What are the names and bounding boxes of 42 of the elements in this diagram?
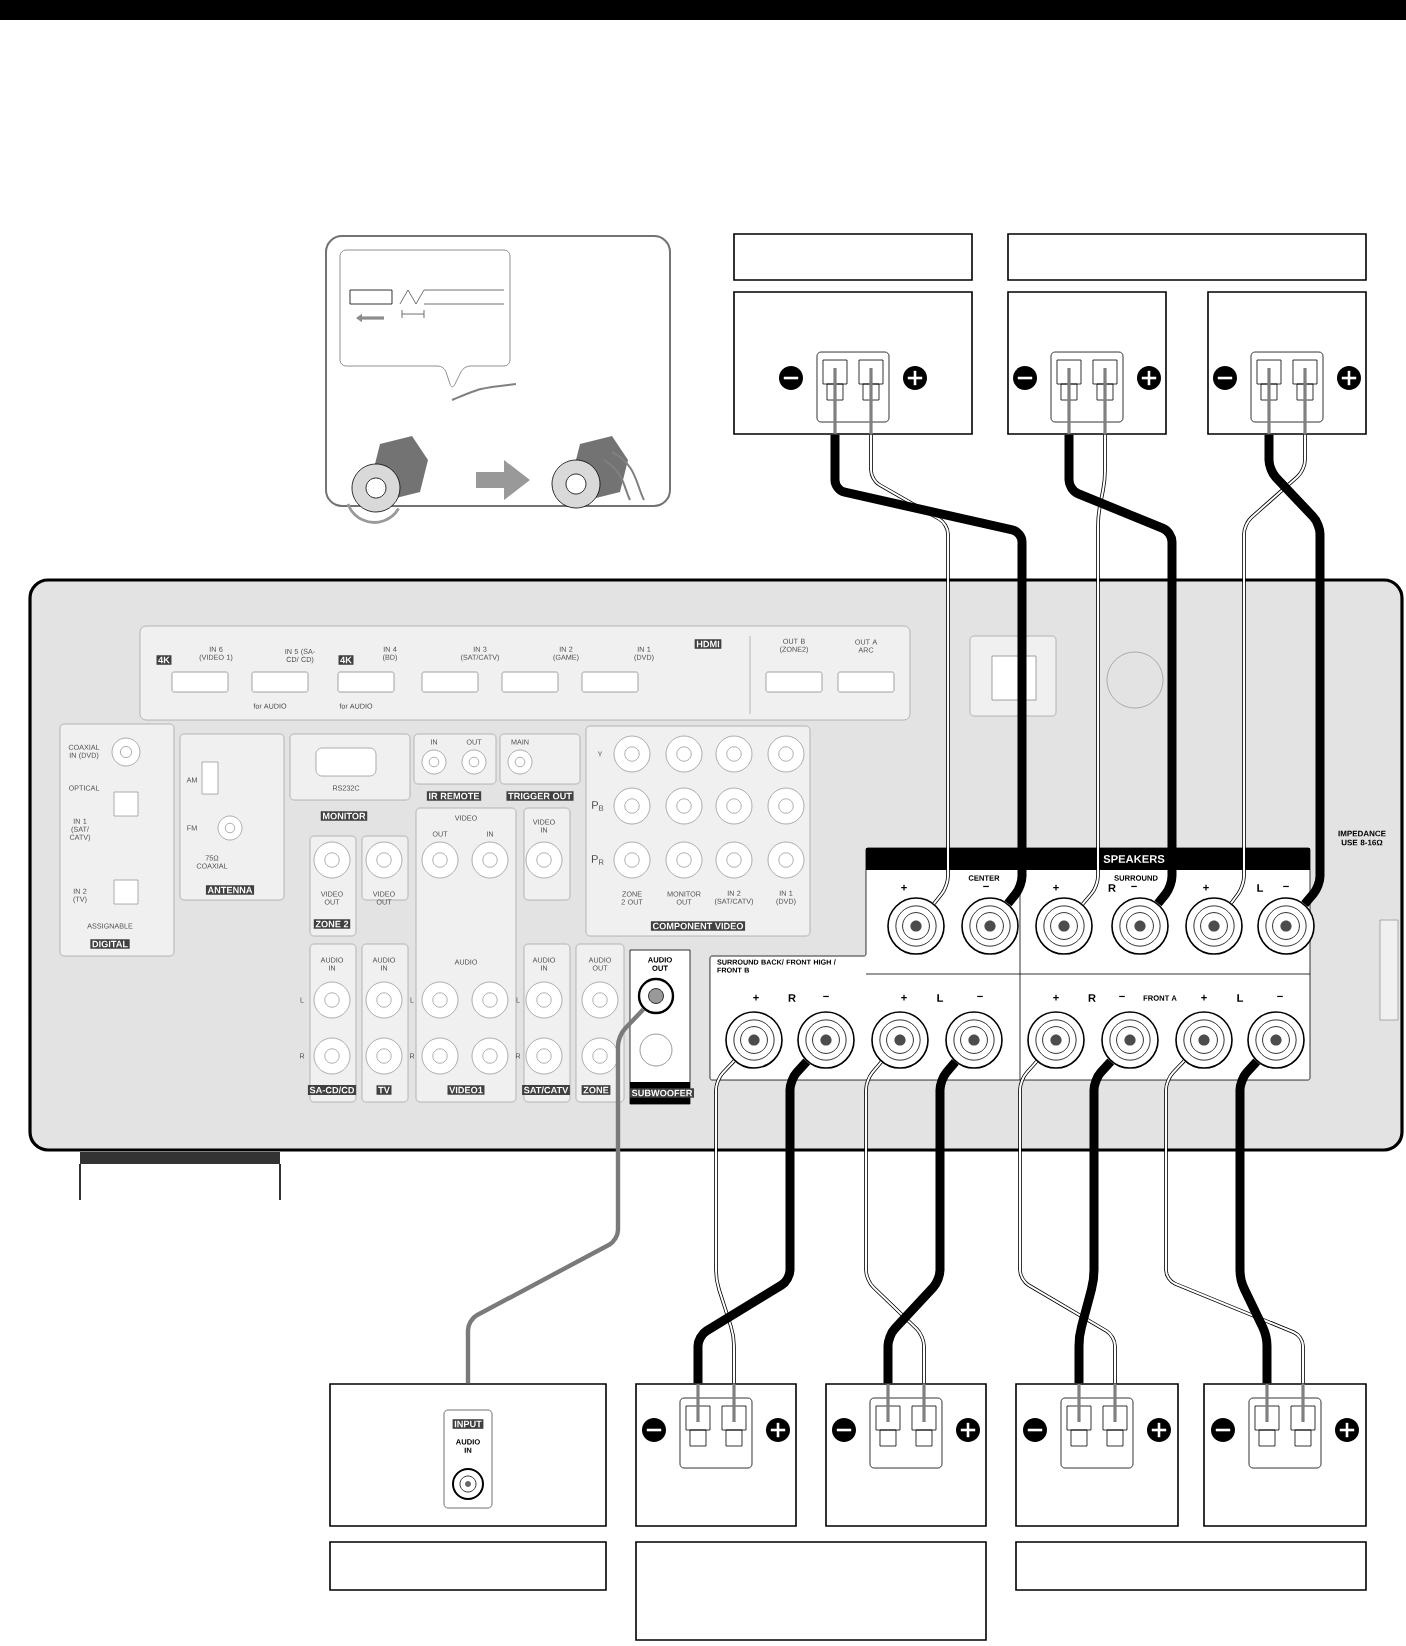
- speaker-terminal: [1111, 897, 1169, 955]
- speaker-cable: [714, 1059, 736, 1385]
- speaker-terminal: [797, 1011, 855, 1069]
- label-box: [1007, 233, 1367, 281]
- speaker-cable: [1018, 1060, 1117, 1385]
- speaker-cable: [869, 433, 950, 905]
- speaker-terminal: [945, 1011, 1003, 1069]
- speaker-terminal: [1027, 1011, 1085, 1069]
- speaker-box: [733, 291, 973, 435]
- speaker-cable: [1235, 1058, 1272, 1384]
- speaker-box: [635, 1383, 797, 1527]
- speaker-cable: [864, 1060, 926, 1385]
- speaker-box: [825, 1383, 987, 1527]
- label-box: [1015, 1541, 1367, 1591]
- label-box: [329, 1541, 607, 1591]
- speaker-terminal: [725, 1011, 783, 1069]
- audio-cable: [465, 1007, 646, 1384]
- speaker-terminal: [871, 1011, 929, 1069]
- speaker-terminal: [1185, 897, 1243, 955]
- speaker-terminal: [1175, 1011, 1233, 1069]
- speaker-box: [1007, 291, 1167, 435]
- speaker-cable: [1229, 433, 1307, 905]
- subwoofer-box: [329, 1383, 607, 1527]
- speaker-terminal: [1035, 897, 1093, 955]
- speaker-cable: [1074, 1058, 1115, 1384]
- speaker-cable: [693, 1058, 811, 1384]
- speaker-box: [1015, 1383, 1179, 1527]
- speaker-terminal: [887, 897, 945, 955]
- speaker-cable: [1164, 1059, 1305, 1385]
- label-box: [733, 233, 973, 281]
- speaker-terminal: [961, 897, 1019, 955]
- speaker-terminal: [1101, 1011, 1159, 1069]
- speaker-cable: [1081, 433, 1107, 906]
- speaker-terminal: [1257, 897, 1315, 955]
- speaker-box: [1207, 291, 1367, 435]
- audio-jack: [637, 977, 675, 1015]
- speaker-box: [1203, 1383, 1367, 1527]
- label-box: [635, 1541, 987, 1641]
- speaker-cable: [830, 434, 1027, 907]
- speaker-terminal: [1247, 1011, 1305, 1069]
- speaker-cable: [883, 1059, 959, 1384]
- speaker-cable: [1264, 434, 1325, 907]
